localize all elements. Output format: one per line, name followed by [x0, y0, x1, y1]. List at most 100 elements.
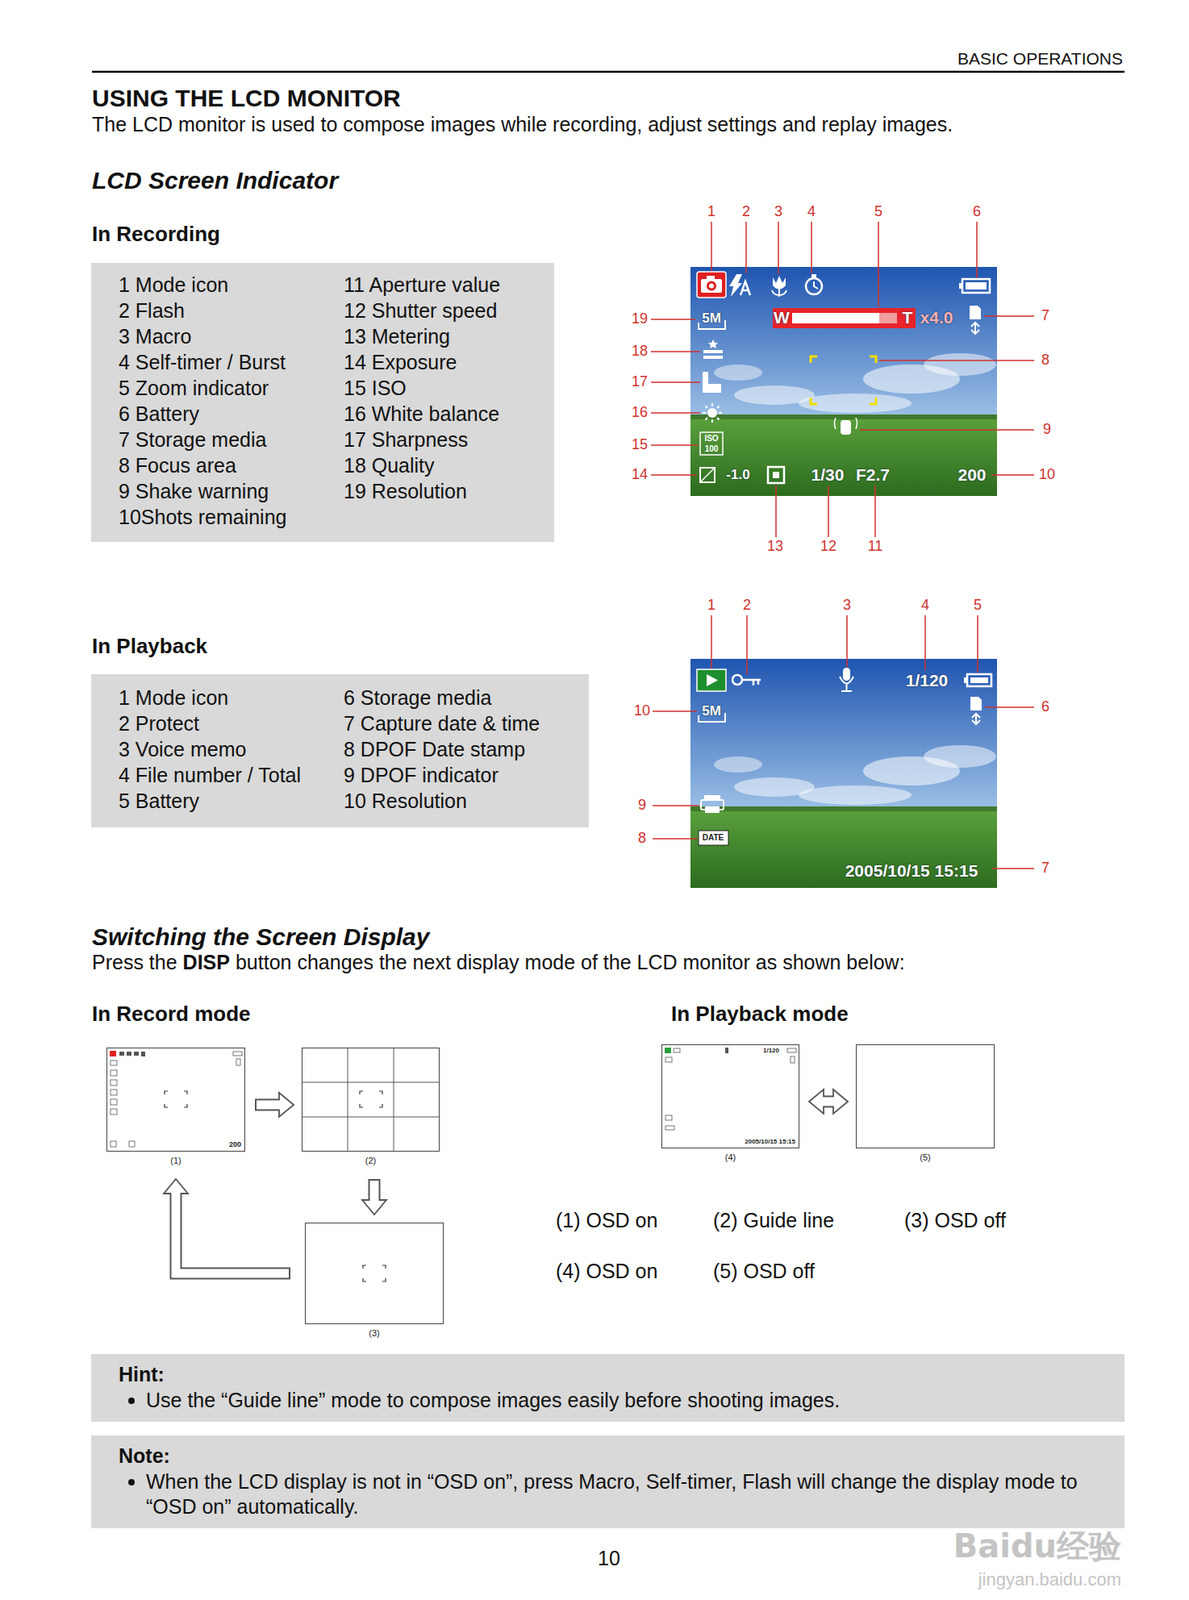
mini-battery: [787, 1048, 797, 1053]
sun-rays: [702, 403, 722, 423]
mini-icon: [119, 1051, 125, 1056]
table-entry: 3 Voice memo: [118, 737, 247, 762]
leader-line: [976, 221, 978, 279]
bullet-dot: [128, 1397, 135, 1405]
page-text: 10: [597, 1546, 621, 1571]
table-entry: 6 Storage media: [343, 685, 492, 710]
mini-icon: [126, 1051, 132, 1056]
table-entry: 10 Resolution: [343, 788, 468, 814]
table-entry: 10Shots remaining: [118, 504, 287, 530]
leader-line: [859, 429, 1035, 431]
voice-memo-mic: [842, 667, 851, 681]
mini-icon: [665, 1057, 672, 1063]
table-entry: 7 Capture date & time: [343, 711, 540, 736]
callout-number: 17: [631, 373, 648, 392]
indicator-table: 1 Mode icon2 Protect3 Voice memo4 File n…: [91, 674, 589, 828]
protect-key-shaft: [742, 680, 761, 686]
battery-level: [965, 282, 987, 290]
table-entry: 4 File number / Total: [118, 763, 301, 788]
table-entry: 1 Mode icon: [118, 272, 229, 297]
display-thumbnail: (2): [301, 1047, 440, 1173]
page-text: In Recording: [91, 221, 221, 247]
mini-icon: [141, 1051, 146, 1057]
arrow-shaft: [256, 1100, 281, 1110]
page-text: BASIC OPERATIONS: [957, 48, 1123, 69]
page-text: The LCD monitor is used to compose image…: [91, 112, 953, 137]
leader-line: [745, 221, 747, 274]
screen-scene: [690, 659, 998, 889]
callout-number: 7: [1041, 307, 1050, 326]
mini-storage: [236, 1059, 241, 1066]
leader-line: [874, 485, 877, 538]
screen-readout: 5M: [701, 703, 722, 720]
tree-line: [690, 414, 998, 420]
screen-readout: -1.0: [725, 467, 750, 484]
leader-line: [652, 710, 697, 713]
table-entry: 3 Macro: [118, 324, 192, 349]
sky: [690, 267, 998, 418]
screen-frame: 200: [106, 1047, 246, 1152]
zoom-bar: [772, 308, 916, 329]
hollow-arrow: [254, 1093, 294, 1118]
callout-number: 6: [1041, 698, 1050, 717]
camera-lens: [706, 281, 717, 292]
screen-readout: 200: [957, 464, 986, 485]
screen-frame: [304, 1222, 444, 1325]
exposure-icon: [700, 467, 715, 483]
mode-icon: [696, 669, 726, 692]
callout-number: 11: [867, 538, 884, 556]
mini-storage: [790, 1056, 795, 1064]
screen-readout: 2005/10/15 15:15: [744, 1138, 796, 1146]
macro-icon: [772, 275, 786, 290]
mini-battery: [233, 1051, 242, 1056]
leader-line: [984, 706, 1035, 709]
screen-frame: [855, 1044, 995, 1149]
leader-line: [650, 318, 696, 321]
box-body: Use the “Guide line” mode to compose ima…: [146, 1388, 1101, 1414]
playback-leaders: [652, 615, 1035, 869]
cloud: [923, 353, 997, 376]
screen-readout: 1/120: [763, 1047, 780, 1055]
callout-number: 5: [874, 203, 883, 222]
storage-card: [969, 305, 981, 320]
leader-line: [650, 381, 701, 384]
screen-readout: T: [902, 307, 914, 328]
screen-readout: 5M: [701, 310, 722, 327]
watermark: Baidu经验: [953, 1526, 1122, 1566]
mini-icon: [110, 1070, 117, 1077]
screen-readout: W: [773, 307, 790, 328]
self-timer-hands: [813, 281, 818, 289]
table-entry: 17 Sharpness: [343, 427, 468, 452]
storage-card: [970, 696, 982, 711]
callout-number: 12: [820, 538, 837, 556]
table-entry: 6 Battery: [118, 401, 200, 426]
callout-number: 18: [631, 342, 648, 361]
camera-top: [706, 275, 715, 280]
sentence-part: DISP: [183, 950, 230, 975]
table-entry: 9 DPOF indicator: [343, 763, 499, 788]
screen-readout: 200: [229, 1141, 242, 1149]
page-title: USING THE LCD MONITOR: [91, 83, 401, 113]
callout-number: 9: [1042, 421, 1052, 439]
table-entry: 5 Zoom indicator: [118, 375, 269, 401]
screen-readout: 1/30: [811, 464, 845, 485]
table-entry: 9 Shake warning: [118, 479, 269, 504]
battery-nub: [959, 283, 963, 289]
leader-line: [991, 474, 1035, 476]
indicator-table: 1 Mode icon2 Flash3 Macro4 Self-timer / …: [91, 262, 555, 543]
screen-readout: DATE: [702, 834, 724, 843]
screen-readout: ISO: [704, 434, 718, 443]
table-entry: 2 Protect: [118, 711, 200, 736]
exposure-diagonal: [700, 467, 715, 483]
metering-icon: [767, 467, 785, 484]
mic-stand: [839, 676, 854, 692]
flash-auto-mark: [740, 281, 751, 296]
mini-icon: [133, 1051, 139, 1056]
iso-box: [700, 432, 723, 455]
callout-number: 16: [631, 404, 648, 422]
page-text: In Record mode: [91, 1001, 251, 1027]
table-entry: 8 Focus area: [118, 453, 237, 478]
table-entry: 15 ISO: [343, 375, 407, 401]
shake-lines: [834, 417, 858, 430]
focus-brackets: [810, 356, 877, 405]
